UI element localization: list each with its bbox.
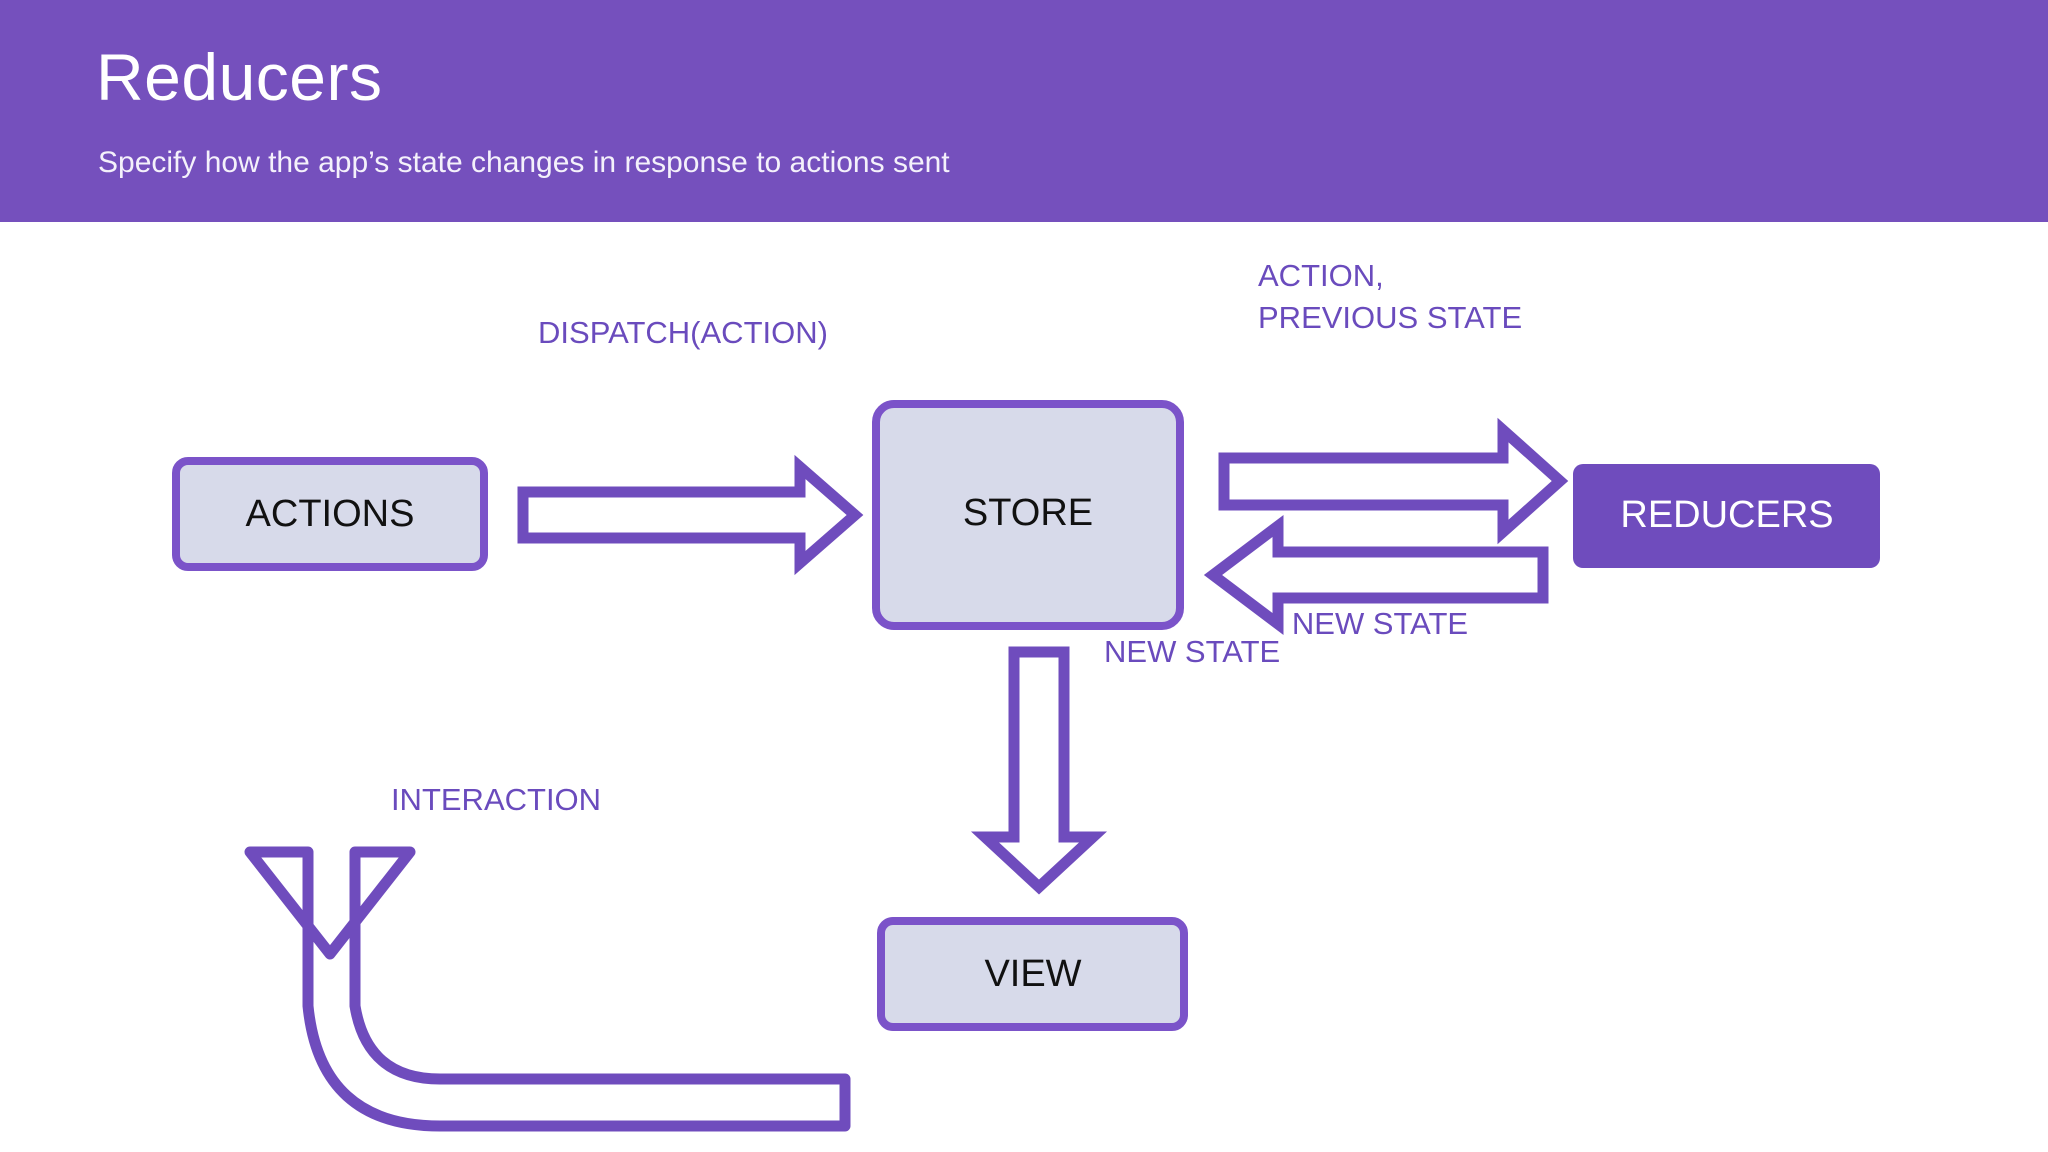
node-actions[interactable]: ACTIONS bbox=[172, 457, 488, 571]
edge-label-dispatch: DISPATCH(ACTION) bbox=[538, 315, 828, 350]
edge-label-new-state-store: NEW STATE bbox=[1292, 606, 1468, 641]
node-view[interactable]: VIEW bbox=[877, 917, 1188, 1031]
edge-dispatch-action: DISPATCH(ACTION) bbox=[517, 315, 864, 576]
edge-new-state-to-store: NEW STATE bbox=[1203, 514, 1549, 641]
redux-data-flow-diagram: DISPATCH(ACTION) ACTION, PREVIOUS STATE … bbox=[172, 258, 1880, 1132]
node-view-label: VIEW bbox=[984, 953, 1081, 995]
slide-header-banner: Reducers Specify how the app’s state cha… bbox=[0, 0, 2048, 222]
node-actions-label: ACTIONS bbox=[246, 493, 415, 535]
node-reducers-label: REDUCERS bbox=[1620, 494, 1833, 536]
edge-label-new-state-view: NEW STATE bbox=[1104, 634, 1280, 669]
page-subtitle: Specify how the app’s state changes in r… bbox=[98, 146, 950, 179]
new-state-back-arrow-shape bbox=[1203, 514, 1549, 636]
node-store-box[interactable] bbox=[872, 400, 1184, 630]
edge-interaction: INTERACTION bbox=[244, 782, 851, 1132]
edge-new-state-to-view: NEW STATE bbox=[970, 634, 1280, 895]
node-actions-box[interactable] bbox=[172, 457, 488, 571]
node-reducers[interactable]: REDUCERS bbox=[1573, 464, 1880, 568]
node-reducers-box[interactable] bbox=[1573, 464, 1880, 568]
interaction-arrow-shape bbox=[244, 846, 851, 1132]
action-previous-state-arrow-shape bbox=[1218, 417, 1569, 545]
edge-label-interaction: INTERACTION bbox=[391, 782, 601, 817]
diagram-canvas: DISPATCH(ACTION) ACTION, PREVIOUS STATE … bbox=[0, 222, 2048, 1152]
edge-action-previous-state: ACTION, PREVIOUS STATE bbox=[1218, 258, 1569, 545]
new-state-view-arrow-shape bbox=[970, 646, 1108, 895]
node-store-label: STORE bbox=[963, 492, 1093, 534]
dispatch-arrow-shape bbox=[517, 454, 864, 576]
page-title: Reducers bbox=[96, 40, 383, 114]
node-view-box[interactable] bbox=[877, 917, 1188, 1031]
edge-label-action: ACTION, bbox=[1258, 258, 1384, 293]
node-store[interactable]: STORE bbox=[872, 400, 1184, 630]
edge-label-previous-state: PREVIOUS STATE bbox=[1258, 300, 1522, 335]
